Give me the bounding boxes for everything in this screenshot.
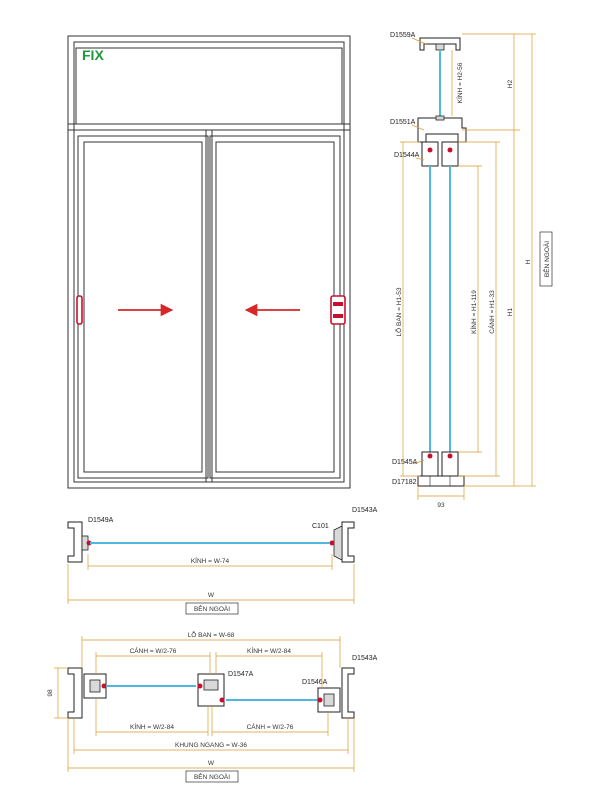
label-d1543a-fix: D1543A xyxy=(352,507,378,514)
label-ben-ngoai-sliding: BÊN NGOÀI xyxy=(194,772,230,781)
label-ben-ngoai-vertical: BÊN NGOÀI xyxy=(542,241,551,277)
fix-label: FIX xyxy=(82,47,104,63)
ben-ngoai-box-sliding xyxy=(185,770,239,783)
dim-93: 93 xyxy=(437,502,445,509)
fix-transom-panel xyxy=(75,47,343,125)
label-d17182: D17182 xyxy=(392,479,417,486)
dim-canh-h1: CÁNH = H1-33 xyxy=(487,290,496,334)
label-c101: C101 xyxy=(312,523,329,530)
vertical-section: D1559A D1551A D1544A D1545A D17182 KÍNH … xyxy=(390,32,553,509)
dim-canh-left: CÁNH = W/2-76 xyxy=(130,646,177,655)
dim-h2: H2 xyxy=(507,79,514,88)
label-d1545a: D1545A xyxy=(392,459,418,466)
right-sash xyxy=(209,135,341,479)
profile-left-frame xyxy=(67,667,83,719)
label-d1551a: D1551A xyxy=(390,119,416,126)
ben-ngoai-box-fix xyxy=(185,602,239,615)
label-d1546a: D1546A xyxy=(302,679,328,686)
fix-horizontal-section: D1549A C101 D1543A KÍNH = W-74 W BÊN NGO… xyxy=(67,507,378,615)
door-elevation: FIX xyxy=(67,35,351,489)
dim-kinh-left-bottom: KÍNH = W/2-84 xyxy=(130,722,174,731)
label-d1543a-sliding: D1543A xyxy=(352,655,378,662)
inner-frame xyxy=(73,41,345,483)
dim-lo-ban-h1: LỖ BAN = H1-53 xyxy=(394,287,403,336)
label-ben-ngoai-fix: BÊN NGOÀI xyxy=(194,604,230,613)
dim-98: 98 xyxy=(47,689,54,697)
sliding-horizontal-section: D1543A D1547A D1546A LỖ BAN = W-68 CÁNH … xyxy=(47,630,378,783)
left-sash xyxy=(77,135,209,479)
dim-khung-ngang: KHUNG NGANG = W-36 xyxy=(175,742,247,749)
label-d1559a: D1559A xyxy=(390,32,416,39)
label-d1547a: D1547A xyxy=(228,671,254,678)
profile-d17182 xyxy=(417,475,465,487)
profile-d1544a-right xyxy=(441,141,459,167)
dim-kinh-w-74: KÍNH = W-74 xyxy=(191,556,230,565)
dim-kinh-h2: KÍNH = H2-56 xyxy=(455,62,464,103)
dim-kinh-right-top: KÍNH = W/2-84 xyxy=(247,646,291,655)
profile-d1544a-left xyxy=(421,141,439,167)
outer-frame xyxy=(67,35,351,489)
left-handle-icon xyxy=(76,295,83,325)
profile-d1549a xyxy=(67,521,83,563)
dim-w-fix: W xyxy=(208,592,215,599)
label-d1544a: D1544A xyxy=(394,152,420,159)
dim-h1: H1 xyxy=(507,307,514,316)
dim-w-sliding: W xyxy=(208,760,215,767)
profile-d1551a xyxy=(417,117,467,143)
label-d1549a: D1549A xyxy=(88,517,114,524)
dim-lo-ban-w-68: LỖ BAN = W-68 xyxy=(188,630,235,639)
right-sash-glass xyxy=(215,141,335,473)
profile-d1543a-fix xyxy=(341,521,355,563)
right-handle-icon xyxy=(330,295,346,325)
dim-canh-right-bottom: CÁNH = W/2-76 xyxy=(247,722,294,731)
dim-kinh-h1: KÍNH = H1-119 xyxy=(469,290,478,334)
left-sash-glass xyxy=(83,141,203,473)
ben-ngoai-box-vertical xyxy=(539,231,553,287)
dim-h: H xyxy=(525,259,532,264)
profile-d1543a-sliding xyxy=(341,667,355,719)
profile-c101 xyxy=(333,525,343,561)
